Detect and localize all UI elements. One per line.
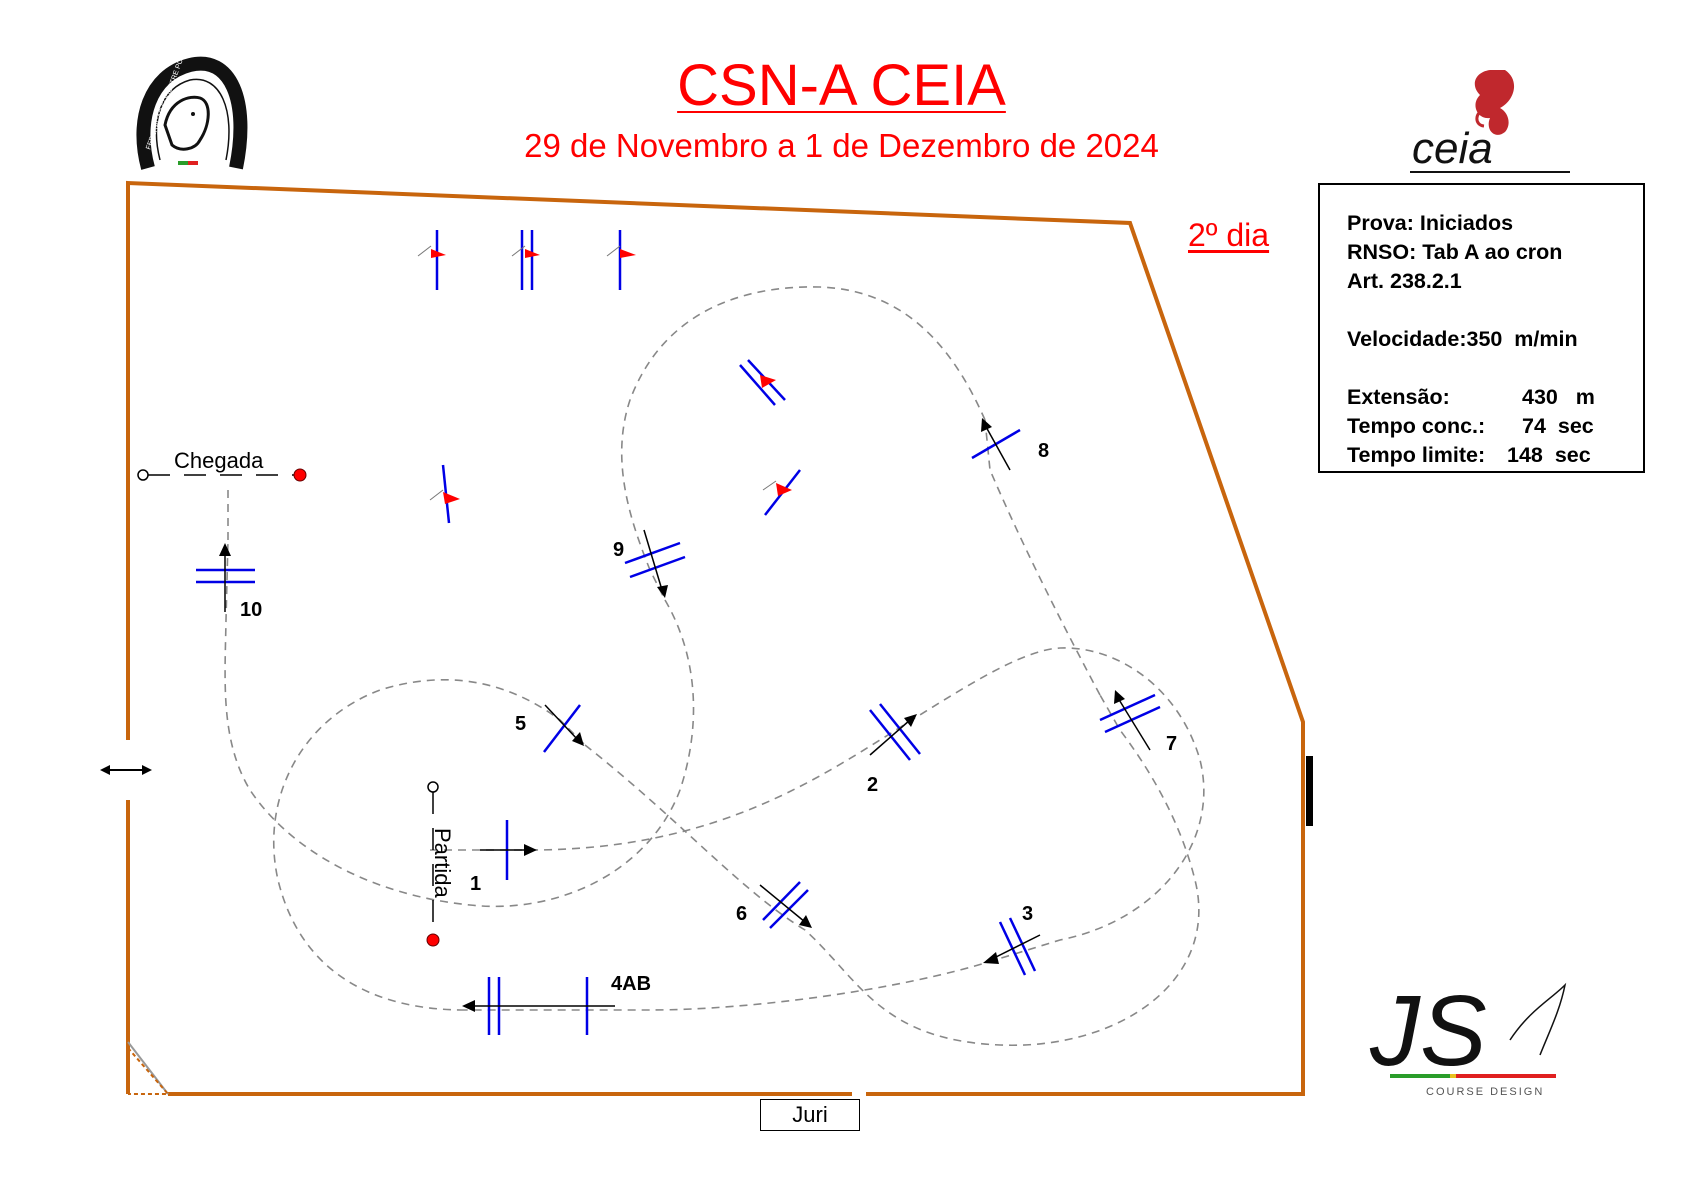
spare-fence-2 bbox=[511, 230, 540, 290]
info-length: Extensão: 430 m bbox=[1347, 383, 1643, 412]
spare-fence-6 bbox=[762, 469, 801, 516]
ceia-logo-text: ceia bbox=[1412, 124, 1493, 173]
obstacle-number-6: 6 bbox=[736, 903, 747, 925]
info-time-limit-label: Tempo limite: bbox=[1347, 443, 1486, 467]
fence-5 bbox=[543, 704, 584, 753]
fence-8 bbox=[971, 418, 1021, 471]
js-tagline: COURSE DESIGN bbox=[1426, 1086, 1544, 1098]
fence-6 bbox=[759, 881, 812, 929]
ceia-logo: ceia bbox=[1410, 70, 1570, 173]
entrance-arrow-icon bbox=[100, 765, 152, 775]
spare-fence-3 bbox=[606, 230, 636, 290]
info-length-label: Extensão: bbox=[1347, 385, 1450, 409]
start-label: Partida bbox=[430, 828, 455, 898]
day-label: 2º dia bbox=[1188, 217, 1270, 253]
course-info-box: Prova: Iniciados RNSO: Tab A ao cron Art… bbox=[1318, 183, 1645, 473]
info-time-allowed-value: 74 sec bbox=[1522, 414, 1594, 438]
arena-corner-dash bbox=[127, 1047, 171, 1095]
fence-10 bbox=[196, 543, 255, 612]
obstacle-number-2: 2 bbox=[867, 774, 878, 796]
fence-4ab bbox=[462, 977, 615, 1035]
obstacle-number-8: 8 bbox=[1038, 440, 1049, 462]
obstacle-number-3: 3 bbox=[1022, 903, 1033, 925]
js-monogram: JS bbox=[1369, 975, 1487, 1087]
obstacle-number-7: 7 bbox=[1166, 733, 1177, 755]
finish-line bbox=[137, 468, 307, 482]
event-dates: 29 de Novembro a 1 de Dezembro de 2024 bbox=[524, 127, 1159, 164]
exit-gate bbox=[1306, 756, 1313, 826]
obstacle-number-10: 10 bbox=[240, 599, 262, 621]
info-time-allowed: Tempo conc.: 74 sec bbox=[1347, 412, 1643, 441]
obstacle-number-1: 1 bbox=[470, 873, 481, 895]
start-line bbox=[426, 781, 440, 947]
arena-border bbox=[126, 180, 1305, 1096]
spare-fence-4 bbox=[739, 359, 786, 406]
spare-fence-5 bbox=[429, 464, 460, 524]
jury-gap bbox=[852, 1090, 866, 1098]
info-time-limit: Tempo limite: 148 sec bbox=[1347, 441, 1643, 470]
fence-2 bbox=[869, 703, 921, 761]
info-article: Art. 238.2.1 bbox=[1347, 269, 1462, 293]
fence-1 bbox=[480, 820, 537, 880]
info-prova: Prova: Iniciados bbox=[1347, 211, 1514, 235]
fence-3 bbox=[983, 917, 1041, 976]
info-time-allowed-label: Tempo conc.: bbox=[1347, 414, 1486, 438]
fence-7 bbox=[1099, 690, 1161, 751]
info-time-limit-value: 148 sec bbox=[1507, 443, 1591, 467]
spare-fence-1 bbox=[417, 230, 446, 290]
finish-label: Chegada bbox=[174, 448, 264, 473]
obstacle-number-5: 5 bbox=[515, 713, 526, 735]
info-length-value: 430 m bbox=[1522, 385, 1595, 409]
fence-9 bbox=[624, 529, 686, 598]
js-course-design-logo: JS COURSE DESIGN bbox=[1369, 975, 1567, 1098]
jury-box: Juri bbox=[760, 1099, 860, 1131]
obstacle-number-9: 9 bbox=[613, 539, 624, 561]
obstacle-number-4ab: 4AB bbox=[611, 973, 651, 995]
info-speed: Velocidade:350 m/min bbox=[1347, 327, 1578, 351]
info-rnso: RNSO: Tab A ao cron bbox=[1347, 240, 1563, 264]
course-path bbox=[224, 286, 1205, 1046]
page-title: CSN-A CEIA bbox=[677, 53, 1006, 118]
